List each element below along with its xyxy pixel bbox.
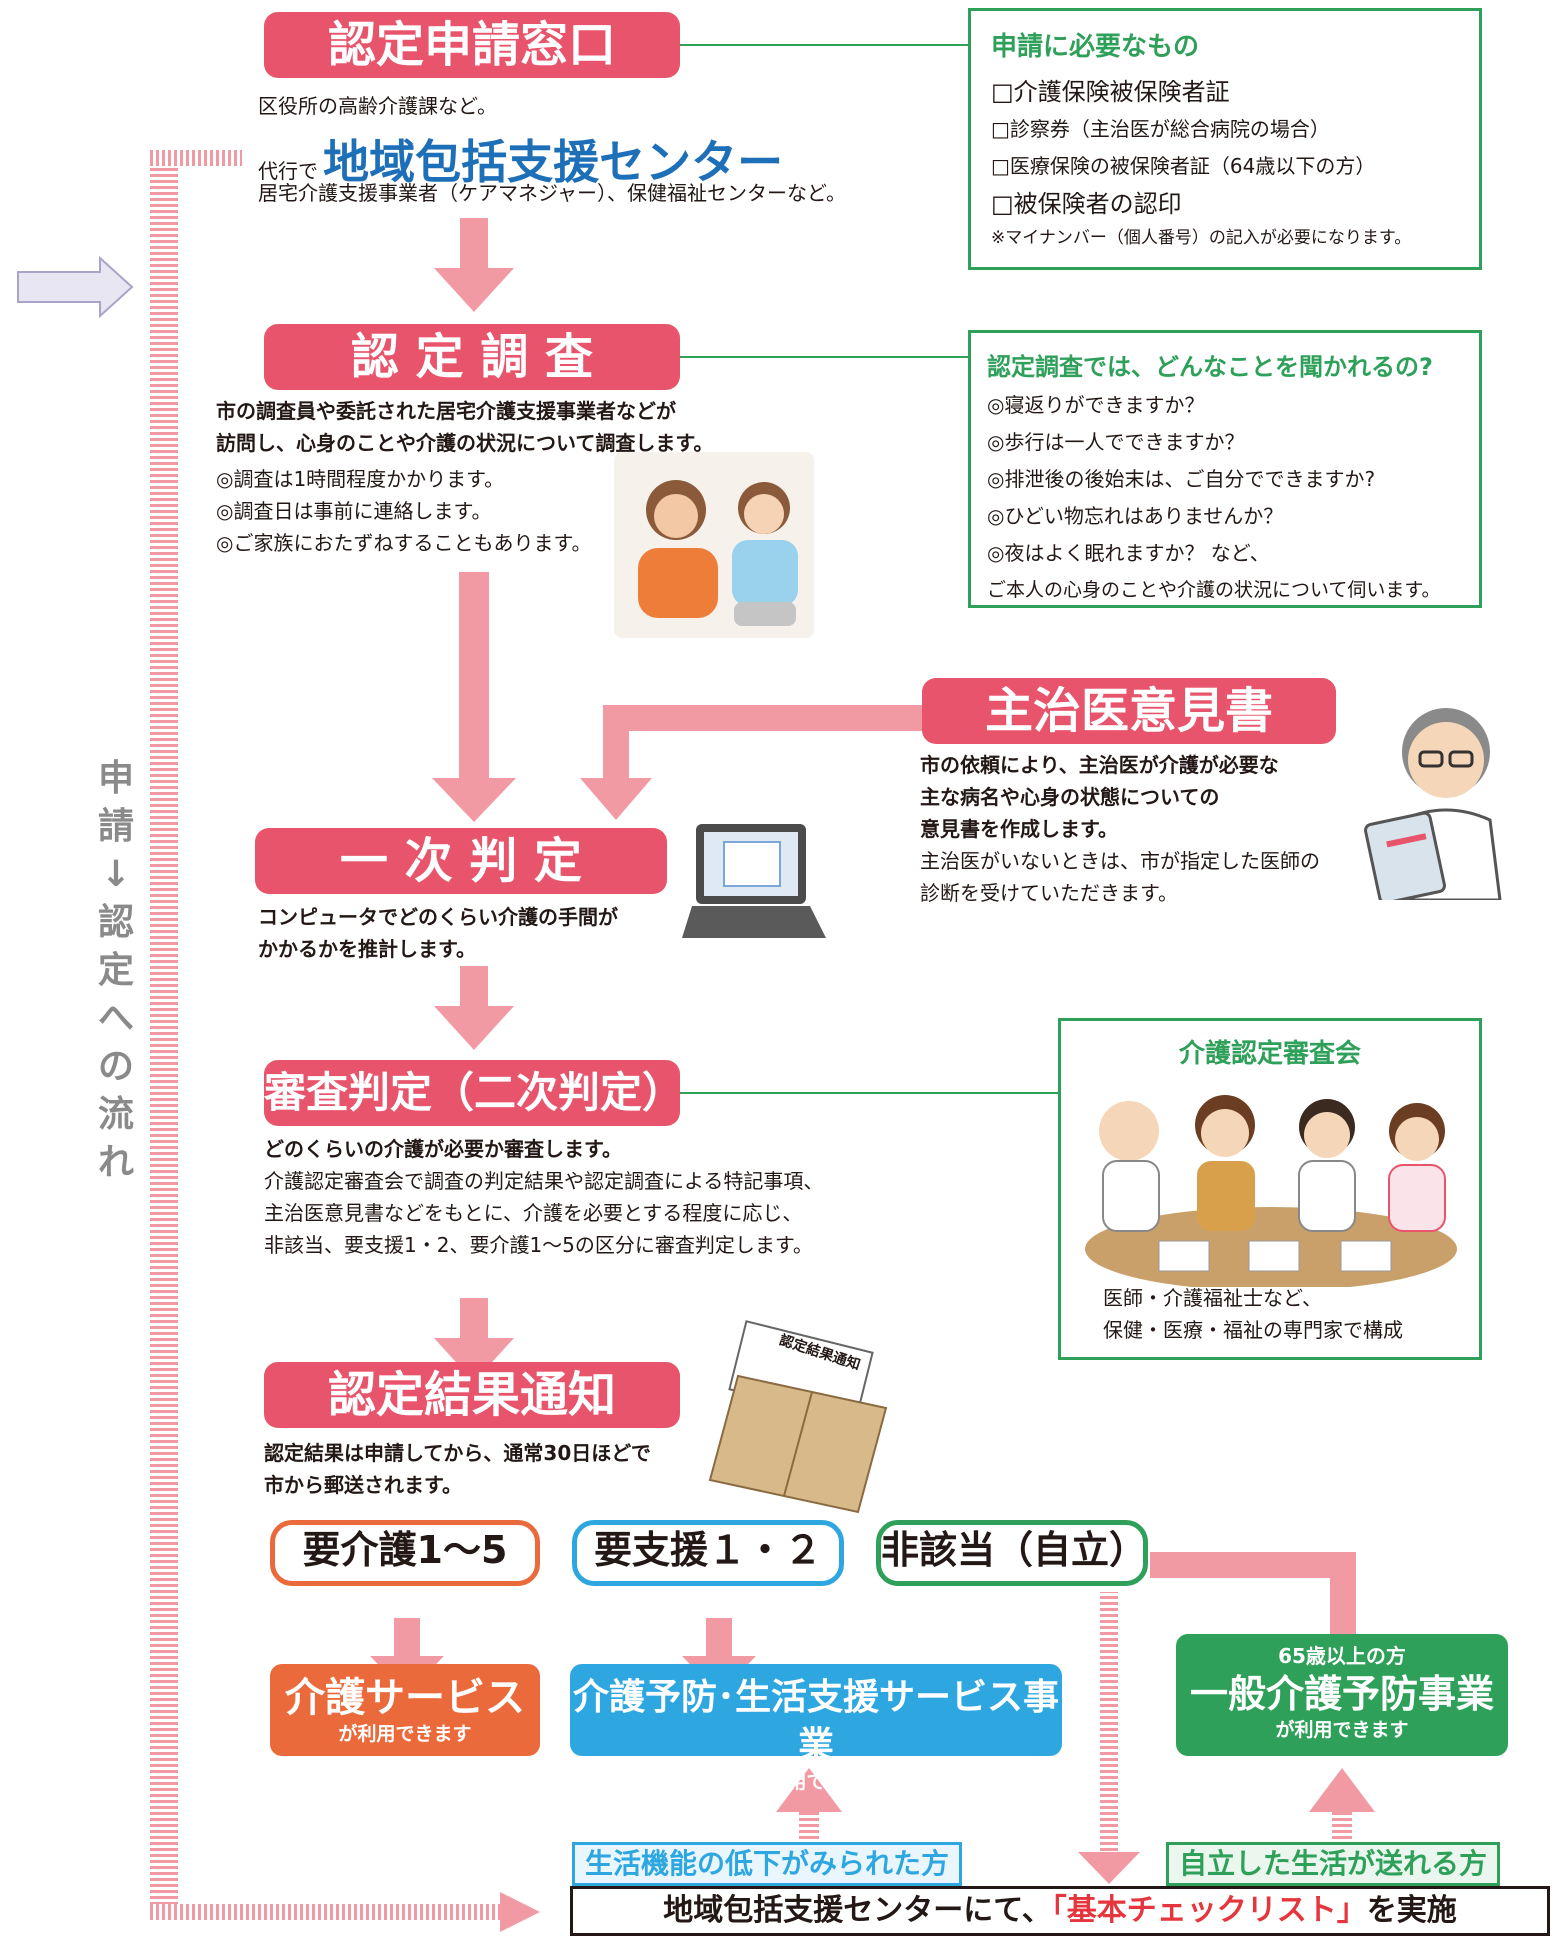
survey-question: ◎排泄後の後始末は、ご自分でできますか? xyxy=(987,467,1376,491)
service-care-title: 介護サービス xyxy=(285,1675,525,1721)
survey-question: ◎ひどい物忘れはありませんか？ xyxy=(987,504,1284,528)
service-general-sub: が利用できます xyxy=(1275,1719,1409,1741)
side-hollow-arrow xyxy=(17,255,134,319)
primary-desc2: かかるかを推計します。 xyxy=(258,937,476,961)
survey-desc1: 市の調査員や委託された居宅介護支援事業者などが xyxy=(216,399,676,423)
stage-survey-title: 認 定 調 査 xyxy=(264,324,680,390)
checklist-right-label: 自立した生活が送れる方 xyxy=(1166,1842,1501,1886)
survey-note: ◎ご家族におたずねすることもあります。 xyxy=(216,531,592,555)
survey-questions-title: 認定調査では、どんなことを聞かれるの? xyxy=(987,353,1433,381)
survey-note: ◎調査は1時間程度かかります。 xyxy=(216,467,505,491)
proxy-center-name: 地域包括支援センター xyxy=(323,135,784,189)
service-prevention-title: 介護予防･生活支援サービス事業 xyxy=(572,1677,1059,1766)
required-note: ※マイナンバー（個人番号）の記入が必要になります。 xyxy=(991,228,1412,248)
committee-title: 介護認定審査会 xyxy=(1178,1039,1361,1069)
required-items-box: 申請に必要なもの □介護保険被保険者証 □診察券（主治医が総合病院の場合） □医… xyxy=(968,8,1482,270)
checklist-banner: 地域包括支援センターにて、「基本チェックリスト」を実施 xyxy=(570,1886,1550,1936)
required-item: □被保険者の認印 xyxy=(991,190,1182,218)
stage-result-title: 認定結果通知 xyxy=(264,1362,680,1428)
envelope-icon xyxy=(708,1320,888,1514)
left-loop-bottom xyxy=(150,1904,500,1920)
review-desc3: 主治医意見書などをもとに、介護を必要とする程度に応じ、 xyxy=(264,1201,803,1225)
application-line1: 区役所の高齢介護課など。 xyxy=(258,94,497,118)
service-general-title: 一般介護予防事業 xyxy=(1189,1672,1494,1716)
left-loop-vertical xyxy=(150,150,178,1920)
service-prevention-sub: が利用できます xyxy=(749,1771,883,1793)
stage-primary-title: 一 次 判 定 xyxy=(255,828,667,894)
service-general-top: 65歳以上の方 xyxy=(1278,1644,1406,1668)
outcome-care-level: 要介護1〜5 xyxy=(270,1520,540,1586)
doctor-desc2: 主な病名や心身の状態についての xyxy=(920,785,1220,809)
survey-question: ◎夜はよく眠れますか？ など、 xyxy=(987,541,1270,565)
survey-question: ◎寝返りができますか？ xyxy=(987,393,1205,417)
visit-illustration xyxy=(614,452,814,638)
outcome-independent: 非該当（自立） xyxy=(876,1520,1148,1586)
required-item: □介護保険被保険者証 xyxy=(991,78,1230,106)
stage-doctor-title: 主治医意見書 xyxy=(922,678,1336,744)
proxy-label: 代行で xyxy=(258,159,318,183)
committee-line2: 保健・医療・福祉の専門家で構成 xyxy=(1103,1318,1403,1342)
laptop-icon xyxy=(682,824,826,938)
survey-note: ◎調査日は事前に連絡します。 xyxy=(216,499,492,523)
application-line3: 居宅介護支援事業者（ケアマネジャー）、保健福祉センターなど。 xyxy=(258,181,846,205)
doctor-desc1: 市の依頼により、主治医が介護が必要な xyxy=(920,753,1279,777)
outcome-support-level: 要支援１・２ xyxy=(572,1520,844,1586)
result-desc1: 認定結果は申請してから、通常30日ほどで xyxy=(264,1441,651,1465)
doctor-note2: 診断を受けていただきます。 xyxy=(920,881,1178,905)
survey-desc2: 訪問し、心身のことや介護の状況について調査します。 xyxy=(216,431,714,455)
doctor-note1: 主治医がいないときは、市が指定した医師の xyxy=(920,849,1320,873)
primary-desc1: コンピュータでどのくらい介護の手間が xyxy=(258,905,618,929)
committee-illustration xyxy=(1085,1095,1457,1287)
banner-post: を実施 xyxy=(1366,1893,1457,1928)
required-items-title: 申請に必要なもの xyxy=(991,32,1200,62)
service-prevention: 介護予防･生活支援サービス事業 が利用できます xyxy=(570,1664,1062,1793)
banner-key: 「基本チェックリスト」 xyxy=(1051,1893,1367,1928)
survey-question: ◎歩行は一人でできますか？ xyxy=(987,430,1245,454)
review-desc1: どのくらいの介護が必要か審査します。 xyxy=(264,1137,622,1161)
checklist-left-label: 生活機能の低下がみられた方 xyxy=(572,1842,963,1886)
review-desc2: 介護認定審査会で調査の判定結果や認定調査による特記事項、 xyxy=(264,1169,824,1193)
review-desc4: 非該当、要支援1・2、要介護1〜5の区分に審査判定します。 xyxy=(264,1233,813,1257)
stage-application-title: 認定申請窓口 xyxy=(264,12,680,78)
left-loop-top xyxy=(150,150,242,166)
required-item: □医療保険の被保険者証（64歳以下の方） xyxy=(991,154,1376,178)
service-care: 介護サービス が利用できます xyxy=(270,1664,540,1756)
result-desc2: 市から郵送されます。 xyxy=(264,1473,462,1497)
doctor-desc3: 意見書を作成します。 xyxy=(920,817,1118,841)
doctor-illustration xyxy=(1364,708,1502,900)
banner-pre: 地域包括支援センターにて、 xyxy=(663,1893,1052,1928)
survey-questions-box: 認定調査では、どんなことを聞かれるの? ◎寝返りができますか？ ◎歩行は一人でで… xyxy=(968,330,1482,608)
service-care-sub: が利用できます xyxy=(338,1723,472,1745)
committee-line1: 医師・介護福祉士など、 xyxy=(1103,1286,1322,1310)
service-general: 65歳以上の方 一般介護予防事業 が利用できます xyxy=(1176,1634,1508,1756)
side-flow-label: 申請↓ 認定へ の流れ xyxy=(97,758,134,1183)
committee-box: 介護認定審査会 医師・介護福祉士など、 保健・医療・福祉の専門家で構成 xyxy=(1058,1018,1482,1360)
left-loop-bottom-arrowhead xyxy=(500,1892,540,1932)
stage-review-title: 審査判定（二次判定） xyxy=(264,1060,684,1126)
required-item: □診察券（主治医が総合病院の場合） xyxy=(991,117,1330,141)
survey-question: ご本人の心身のことや介護の状況について伺います。 xyxy=(987,579,1441,601)
